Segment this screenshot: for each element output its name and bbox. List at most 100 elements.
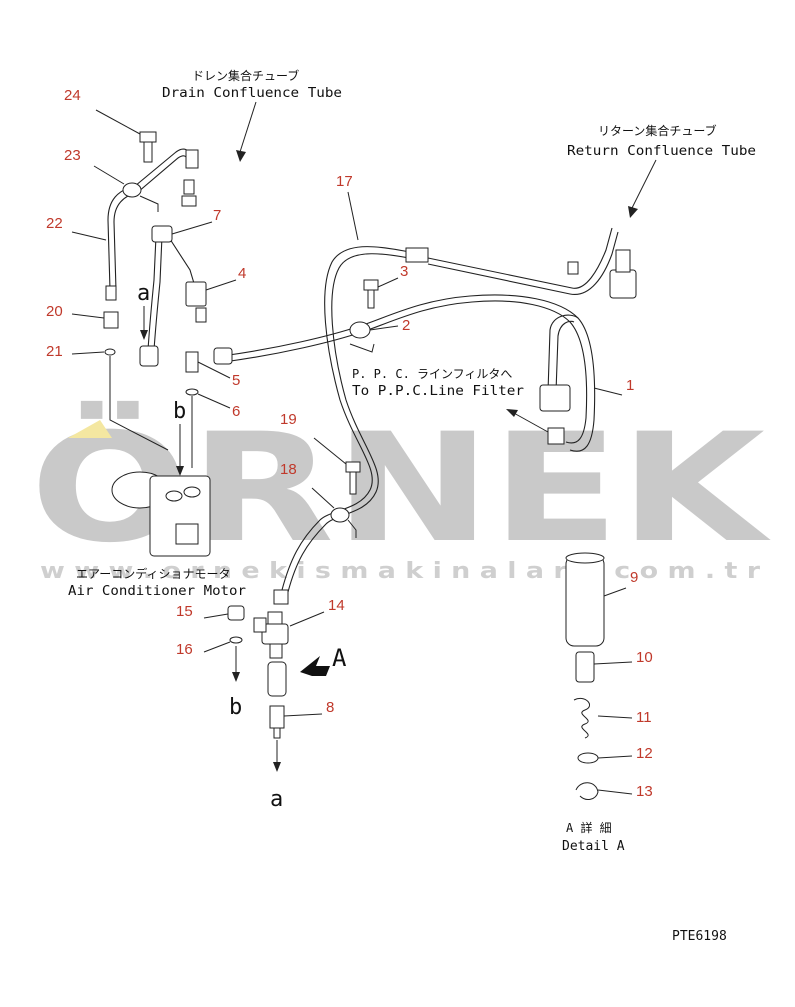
detail-a-label-en: Detail A: [562, 839, 625, 854]
callout-22: 22: [46, 215, 63, 232]
b-bottom-arrowhead: [232, 672, 240, 682]
tee-14-bottom: [269, 643, 283, 659]
callout-18: 18: [280, 461, 297, 478]
callout-24: 24: [64, 87, 81, 104]
aircon-motor-label: エアーコンディショナモータ Air Conditioner Motor: [68, 566, 246, 599]
callout-9: 9: [630, 569, 638, 586]
connector-20: [103, 311, 119, 329]
clamp-23: [122, 182, 142, 198]
return-tube-label-jp: リターン集合チューブ: [598, 123, 717, 138]
clamp-2-bracket: [349, 343, 375, 353]
return-leader: [631, 159, 657, 209]
clamp-18-bracket: [347, 519, 357, 538]
return-tube-label-en: Return Confluence Tube: [567, 144, 756, 159]
return-elbow: [567, 261, 579, 275]
tube-return-upper-2: [427, 231, 619, 295]
hose-7-b: [153, 235, 163, 351]
return-confluence-fitting: [609, 269, 637, 299]
hose-22-nut: [105, 285, 117, 301]
tube-2-inner: [223, 300, 588, 444]
ppc-filter-label: P. P. C. ラインフィルタへ To P.P.C.Line Filter: [352, 367, 549, 433]
o-ring-6: [185, 388, 199, 396]
spring-11: [573, 697, 590, 739]
clamp-23-bracket: [139, 195, 159, 212]
connector-5: [185, 351, 199, 373]
bolt-24-shank: [143, 141, 153, 163]
ppc-lower-nut: [547, 427, 565, 445]
hose-22: [107, 148, 193, 291]
ppc-arrowhead: [506, 409, 518, 417]
o-ring-16: [229, 636, 243, 644]
snap-ring-13: [575, 782, 599, 800]
callout-8: 8: [326, 699, 334, 716]
callout-6: 6: [232, 403, 240, 420]
callout-21: 21: [46, 343, 63, 360]
tube-1-b: [555, 320, 575, 393]
drawing-code: PTE6198: [672, 929, 727, 944]
drain-tube-label-jp: ドレン集合チューブ: [192, 68, 299, 83]
hose-7-bottom-fitting: [139, 345, 159, 367]
callout-2: 2: [402, 317, 410, 334]
tube-1: [547, 314, 579, 393]
drain-tee-base: [181, 195, 197, 207]
view-a-arrow: [300, 656, 330, 676]
hose-22-inner: [113, 155, 189, 291]
callout-17: 17: [336, 173, 353, 190]
drain-arrowhead: [236, 150, 246, 162]
ppc-filter-label-en: To P.P.C.Line Filter: [352, 384, 524, 399]
callout-20: 20: [46, 303, 63, 320]
spacer-filter: [267, 661, 287, 697]
b-top-arrowhead: [176, 466, 184, 476]
detail-a-label: A 詳 細 Detail A: [562, 820, 625, 854]
aircon-motor-label-en: Air Conditioner Motor: [68, 584, 246, 599]
drain-tube-label: ドレン集合チューブ Drain Confluence Tube: [162, 68, 342, 162]
callout-1: 1: [626, 377, 634, 394]
elbow-5: [213, 347, 233, 365]
fittings: [103, 131, 637, 800]
tube-2: [221, 294, 596, 452]
return-tube-label: リターン集合チューブ Return Confluence Tube: [567, 123, 756, 218]
hose-17-end-fitting: [405, 247, 429, 263]
clamp-2: [349, 321, 371, 339]
a-top-arrowhead: [140, 330, 148, 340]
callouts: 1 2 3 4 5 6 7 8 9 10 11 12 13 14 15 16 1…: [46, 87, 653, 800]
bolt-19-shank: [349, 471, 357, 495]
hose-17-inner: [287, 253, 429, 593]
connector-a-top: a: [137, 281, 150, 306]
callout-15: 15: [176, 603, 193, 620]
connector-a-bottom: a: [270, 787, 283, 812]
a-bottom-arrowhead: [273, 762, 281, 772]
return-confluence-nut: [615, 249, 631, 273]
callout-7: 7: [213, 207, 221, 224]
drain-tee: [183, 179, 195, 195]
hose-18-nut: [273, 589, 289, 605]
callout-14: 14: [328, 597, 345, 614]
watermark-site: w w w . o r n e k i s m a k i n a l a r …: [40, 559, 760, 584]
return-arrowhead: [628, 206, 638, 218]
washer-12: [577, 752, 599, 764]
bolt-3-shank: [367, 289, 375, 309]
connector-b-bottom: b: [229, 695, 242, 720]
callout-4: 4: [238, 265, 246, 282]
aircon-motor-port-b: [165, 490, 183, 502]
connector-8-tip: [273, 727, 281, 739]
filter-element-9-top: [565, 552, 605, 564]
view-a-letter: A: [332, 644, 347, 672]
detail-a-label-jp: A 詳 細: [566, 820, 612, 835]
hose-7-top-fitting: [151, 225, 173, 243]
tee-4: [185, 281, 207, 307]
aircon-motor-plate: [175, 523, 199, 545]
filter-element-9: [565, 555, 605, 647]
bolt-19-head: [345, 461, 361, 473]
callout-19: 19: [280, 411, 297, 428]
tee-14-side: [253, 617, 267, 633]
ppc-filter-label-jp: P. P. C. ラインフィルタへ: [352, 367, 512, 381]
aircon-motor-port-a: [183, 486, 201, 498]
drain-top-nut: [185, 149, 199, 169]
callout-13: 13: [636, 783, 653, 800]
aircon-motor-label-jp: エアーコンディショナモータ: [76, 566, 230, 581]
o-ring-21: [104, 348, 116, 356]
tee-14-top: [267, 611, 283, 625]
hose-17: [281, 246, 429, 591]
